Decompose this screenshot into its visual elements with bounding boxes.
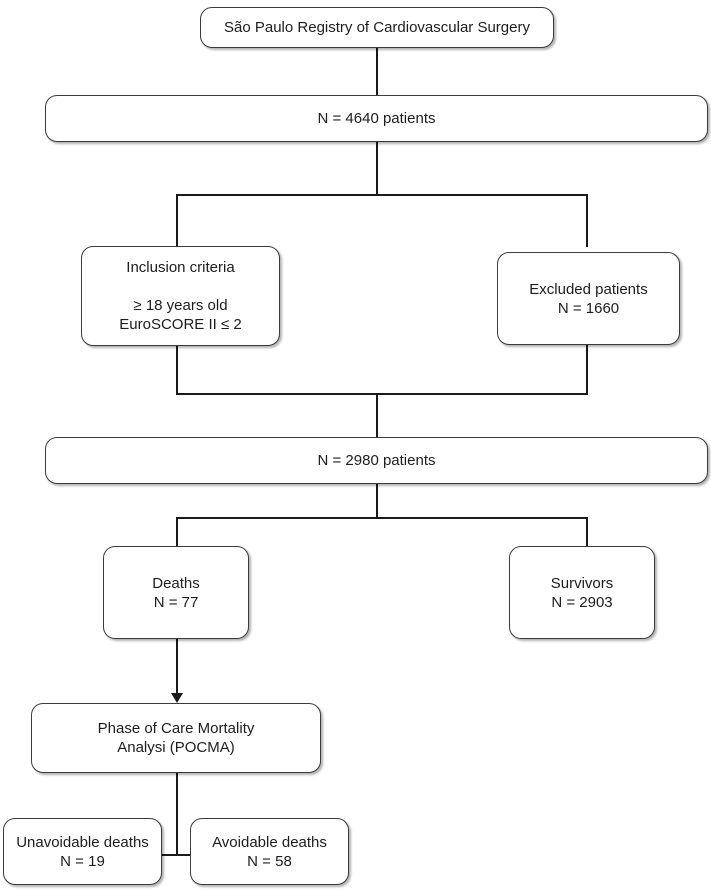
- node-registry-label: São Paulo Registry of Cardiovascular Sur…: [224, 19, 530, 36]
- node-total-patients[interactable]: N = 4640 patients: [45, 95, 708, 142]
- node-deaths-label: Deaths N = 77: [152, 574, 200, 611]
- edge-inclusion-to-merge: [176, 345, 178, 395]
- node-registry[interactable]: São Paulo Registry of Cardiovascular Sur…: [200, 7, 554, 48]
- node-included-patients-label: N = 2980 patients: [317, 452, 436, 469]
- edge-deaths-to-pocma: [176, 638, 178, 695]
- arrowhead-deaths-to-pocma: [171, 693, 183, 703]
- edge-bottom-bar-unavoidable-avoidable: [160, 854, 210, 856]
- edge-pocma-to-bottom-stem: [176, 772, 178, 856]
- node-pocma-label: Phase of Care Mortality Analysi (POCMA): [97, 720, 255, 756]
- edge-split-bar-inclusion-excluded: [176, 194, 588, 196]
- node-pocma[interactable]: Phase of Care Mortality Analysi (POCMA): [31, 703, 321, 773]
- node-total-patients-label: N = 4640 patients: [317, 110, 436, 127]
- node-avoidable-deaths-label: Avoidable deaths N = 58: [212, 833, 327, 870]
- edge-registry-to-total: [376, 47, 378, 95]
- edge-merge-bar-included: [176, 393, 588, 395]
- node-avoidable-deaths[interactable]: Avoidable deaths N = 58: [190, 818, 349, 885]
- edge-split-to-survivors: [586, 517, 588, 547]
- edge-included-to-split2-stem: [376, 483, 378, 519]
- node-survivors[interactable]: Survivors N = 2903: [509, 546, 655, 639]
- node-deaths[interactable]: Deaths N = 77: [103, 546, 249, 639]
- edge-split-to-inclusion: [176, 194, 178, 247]
- edge-total-to-split-stem: [376, 141, 378, 196]
- node-inclusion-criteria[interactable]: Inclusion criteria ≥ 18 years old EuroSC…: [81, 246, 280, 346]
- edge-split-to-excluded: [586, 194, 588, 247]
- edge-merge-to-included: [376, 393, 378, 437]
- node-excluded-patients[interactable]: Excluded patients N = 1660: [497, 252, 680, 345]
- node-unavoidable-deaths-label: Unavoidable deaths N = 19: [16, 833, 149, 870]
- node-unavoidable-deaths[interactable]: Unavoidable deaths N = 19: [3, 818, 162, 885]
- node-excluded-patients-label: Excluded patients N = 1660: [529, 280, 648, 317]
- edge-split-bar-deaths-survivors: [176, 517, 588, 519]
- edge-excluded-to-merge: [586, 345, 588, 395]
- node-included-patients[interactable]: N = 2980 patients: [45, 437, 708, 484]
- node-inclusion-criteria-label: Inclusion criteria ≥ 18 years old EuroSC…: [119, 259, 242, 333]
- edge-split-to-deaths: [176, 517, 178, 547]
- node-survivors-label: Survivors N = 2903: [550, 574, 614, 611]
